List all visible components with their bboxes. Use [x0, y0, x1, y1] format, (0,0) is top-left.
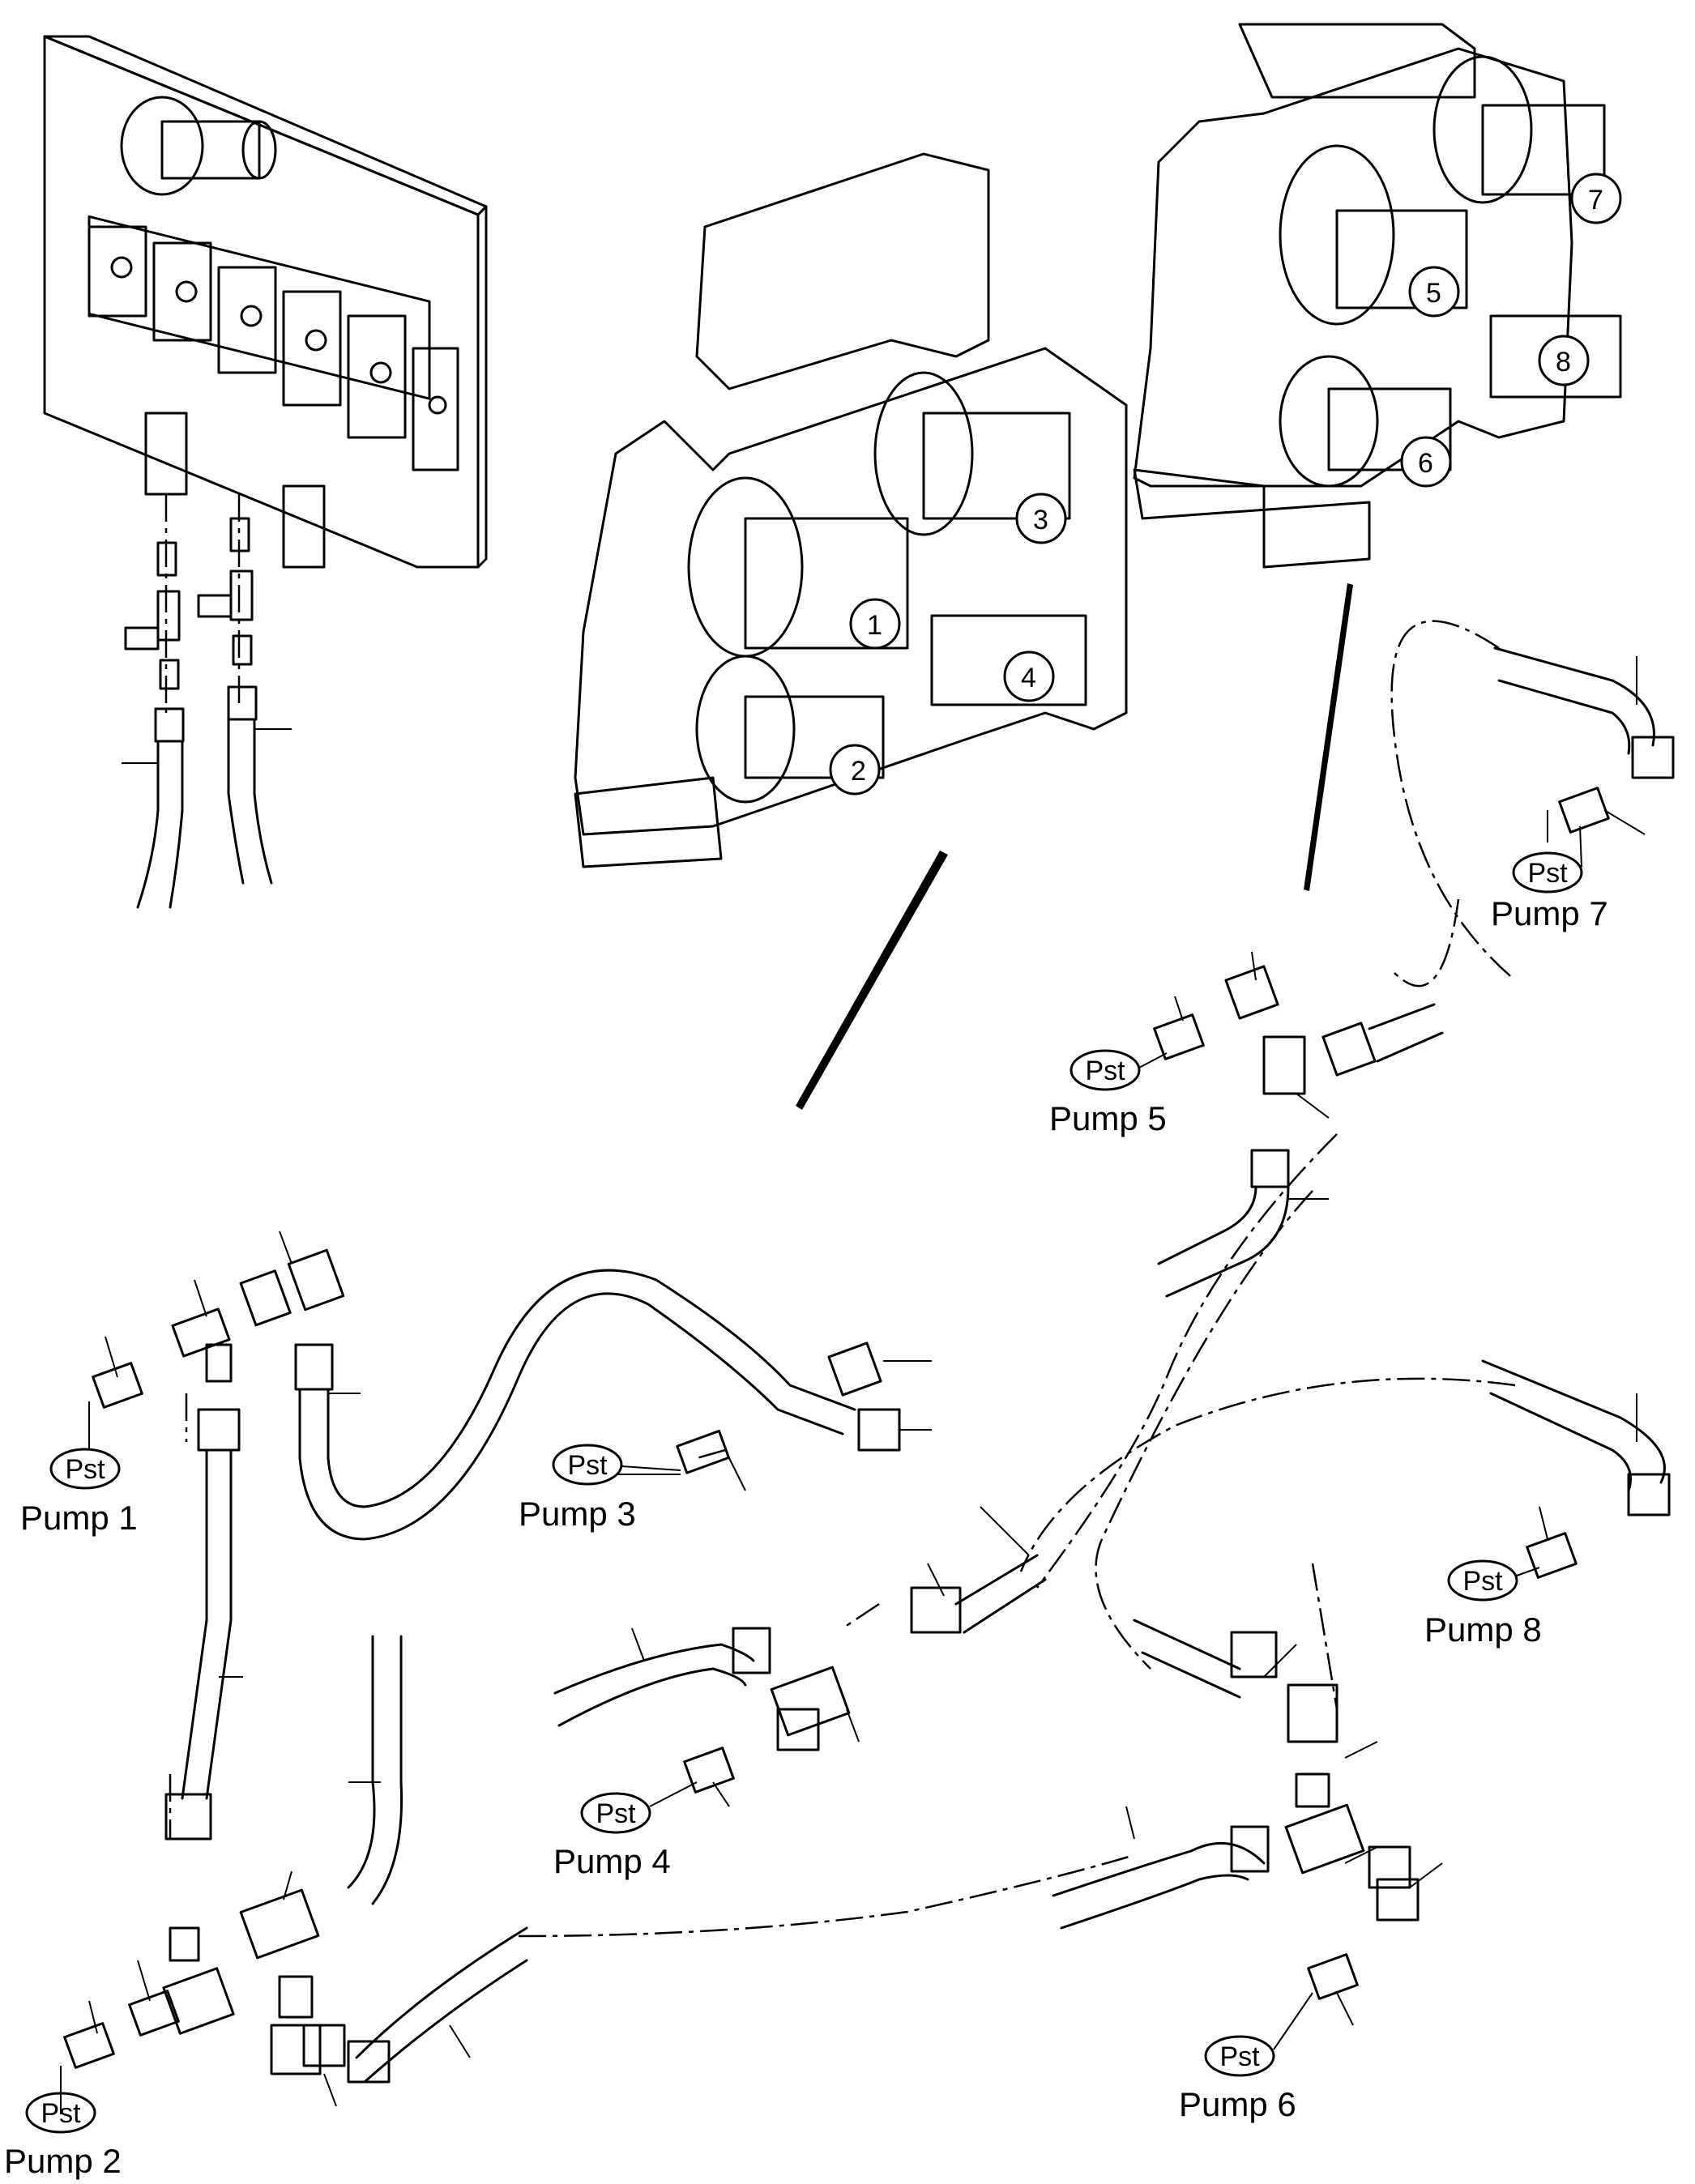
pump8-label: Pump 8	[1424, 1610, 1542, 1649]
pst-leaders	[60, 825, 1582, 2094]
pump3-label: Pump 3	[519, 1495, 636, 1533]
pump2-tee-assembly	[239, 1635, 528, 2107]
pump5-fittings	[1153, 951, 1444, 1298]
pst-label-pump3: Pst	[567, 1450, 608, 1481]
pst-label-pump8: Pst	[1462, 1566, 1503, 1597]
pump7-label: Pump 7	[1491, 894, 1608, 932]
valve-stack	[88, 225, 459, 471]
pump6-fittings	[1052, 1619, 1443, 2026]
pump-number-2: 2	[851, 756, 866, 787]
pump-cylinder-3	[873, 371, 1071, 544]
panel-fittings	[124, 494, 258, 743]
valve-panel	[43, 35, 488, 569]
pst-callout-pump2: Pst Pump 2	[4, 2092, 122, 2180]
leader-arrow-unit-1-4	[796, 851, 948, 1110]
pump-number-7: 7	[1588, 185, 1603, 215]
pump3-fittings	[616, 1342, 932, 1491]
pst-label-pump5: Pst	[1085, 1056, 1125, 1086]
pump1-pump2-hose	[164, 1408, 243, 1841]
pump-number-1: 1	[867, 610, 882, 641]
pump-cylinder-8	[1489, 314, 1622, 399]
pst-callout-pump8: Pst Pump 8	[1424, 1559, 1542, 1649]
pst-label-pump2: Pst	[41, 2098, 81, 2129]
pump-unit-5-8: 7 5 8 6	[1133, 23, 1622, 569]
pst-callout-pump3: Pst Pump 3	[519, 1444, 636, 1533]
pump4-hoses	[553, 1506, 1047, 1727]
pump1-label: Pump 1	[20, 1499, 138, 1537]
pump4-fittings	[683, 1666, 860, 1807]
pump8-fittings	[1481, 1359, 1671, 1579]
panel-hoses	[122, 718, 292, 909]
pump-number-6: 6	[1418, 448, 1433, 479]
pump-cylinder-7	[1432, 55, 1622, 224]
routing-paths	[169, 620, 1516, 1938]
pst-label-pump7: Pst	[1527, 858, 1568, 889]
pump-cylinder-5	[1279, 144, 1468, 326]
pump1-pump3-hose	[294, 1269, 856, 1541]
pump-number-5: 5	[1426, 278, 1441, 309]
accumulator-cylinder	[120, 96, 277, 196]
pst-label-pump4: Pst	[596, 1798, 636, 1829]
pump1-fittings	[88, 1231, 345, 1442]
pump2-fittings	[60, 1926, 235, 2114]
pst-callout-pump1: Pst Pump 1	[20, 1448, 138, 1537]
pump-number-3: 3	[1033, 505, 1048, 535]
pump-cylinder-6	[1279, 355, 1452, 488]
pump4-label: Pump 4	[553, 1842, 671, 1880]
pump-unit-1-4: 1 2 3 4	[574, 152, 1128, 868]
pst-callout-pump5: Pst Pump 5	[1049, 1049, 1167, 1137]
pst-callout-pump7: Pst Pump 7	[1491, 851, 1608, 932]
pump-cylinder-4	[930, 614, 1087, 706]
pump-cylinder-1	[687, 476, 909, 658]
pump-cylinder-2	[695, 655, 885, 804]
pump5-label: Pump 5	[1049, 1099, 1167, 1137]
pump6-label: Pump 6	[1179, 2085, 1296, 2123]
pump-number-8: 8	[1556, 347, 1571, 378]
leader-arrow-unit-5-8	[1304, 583, 1353, 891]
pst-callout-pump6: Pst Pump 6	[1179, 2035, 1296, 2123]
pst-label-pump6: Pst	[1219, 2041, 1260, 2072]
pump2-label: Pump 2	[4, 2142, 122, 2180]
pump-number-4: 4	[1021, 663, 1036, 693]
pump7-fittings	[1493, 646, 1675, 842]
pst-label-pump1: Pst	[65, 1454, 105, 1485]
pst-callout-pump4: Pst Pump 4	[553, 1792, 671, 1880]
